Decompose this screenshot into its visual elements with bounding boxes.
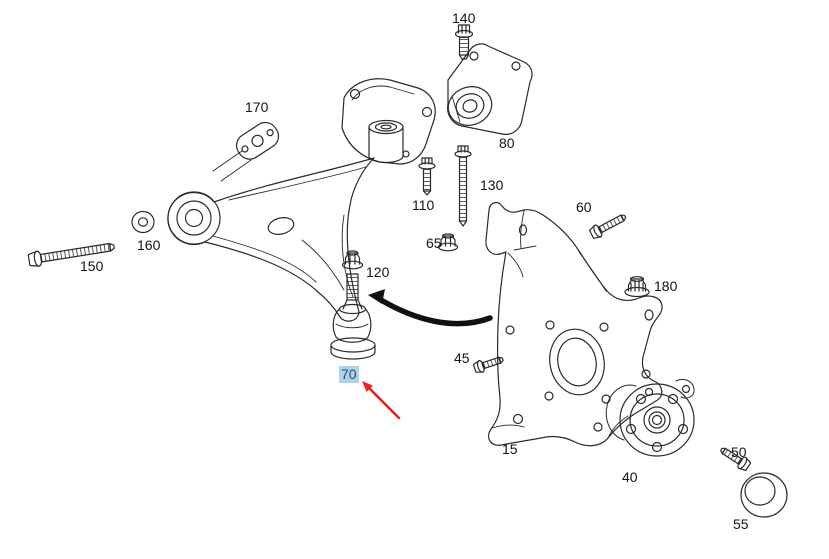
part-ball-joint-70 [330,273,376,360]
part-label-55[interactable]: 55 [733,516,749,532]
part-label-80[interactable]: 80 [499,135,515,151]
part-bolt-130 [454,145,472,227]
part-label-140[interactable]: 140 [452,10,476,26]
part-knuckle-15 [485,201,663,447]
part-label-170[interactable]: 170 [245,99,269,115]
part-label-150[interactable]: 150 [80,258,104,274]
part-cap-55 [740,472,788,518]
part-nut-65 [437,233,459,252]
ball-joint-pointer-arrow [368,289,493,327]
selection-arrow [362,381,401,420]
part-label-70-selected[interactable]: 70 [339,366,359,383]
part-label-15[interactable]: 15 [502,441,518,457]
part-label-60[interactable]: 60 [576,199,592,215]
part-front-bracket [341,78,436,165]
part-bolt-110 [418,157,436,196]
part-plate-170 [212,121,280,182]
part-bolt-50 [720,447,752,472]
part-control-arm [167,119,404,322]
part-label-120[interactable]: 120 [366,264,390,280]
leader-line-170 [212,150,252,182]
part-rear-mount-80 [447,43,533,135]
part-label-180[interactable]: 180 [654,278,678,294]
part-label-160[interactable]: 160 [137,237,161,253]
part-label-130[interactable]: 130 [480,177,504,193]
part-label-40[interactable]: 40 [622,469,638,485]
part-bolt-150 [27,242,115,267]
part-nut-120 [341,250,364,270]
part-washer-160 [131,210,155,234]
part-label-45[interactable]: 45 [454,350,470,366]
part-bolt-45 [472,356,504,373]
part-label-50[interactable]: 50 [731,444,747,460]
part-hub-40 [605,369,695,457]
part-label-110[interactable]: 110 [412,197,435,213]
part-label-65[interactable]: 65 [426,235,442,251]
part-nut-180 [624,276,650,298]
part-bolt-60 [588,214,627,239]
